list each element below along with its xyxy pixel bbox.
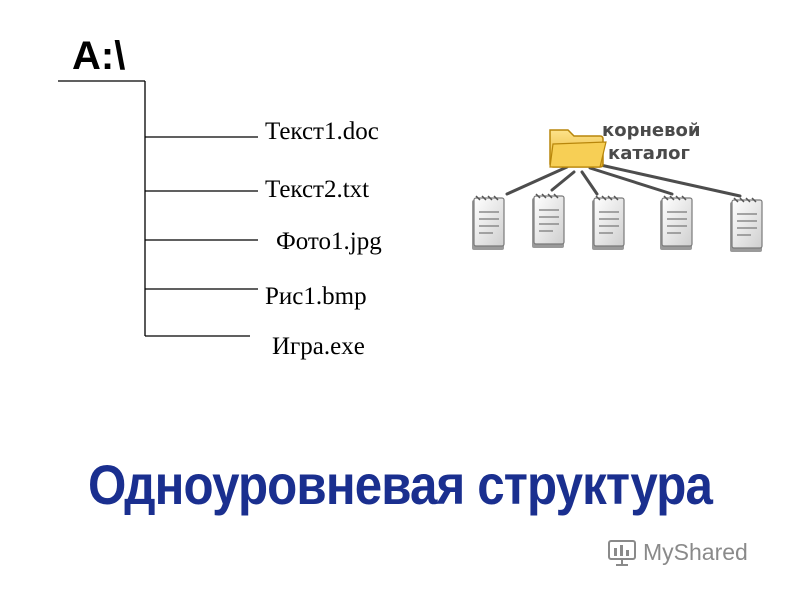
myshared-logo-icon: [608, 540, 636, 566]
folder-icon: [549, 129, 607, 168]
file-icon: [592, 195, 625, 250]
file-icon: [730, 197, 763, 252]
file-label-ris1-bmp: Рис1.bmp: [265, 283, 367, 310]
file-label-igra-exe: Игра.exe: [272, 333, 365, 360]
file-icon: [660, 195, 693, 250]
file-label-text2-txt: Текст2.txt: [265, 176, 370, 203]
slide-heading: Одноуровневая структура: [87, 453, 713, 516]
diagram-connectors: [505, 162, 742, 198]
root-directory-label: A:\: [72, 34, 126, 78]
root-directory-diagram: корневой каталог: [462, 112, 778, 272]
folder-label-line1: корневой: [602, 120, 701, 141]
file-label-foto1-jpg: Фото1.jpg: [276, 228, 382, 255]
file-icon: [472, 195, 505, 250]
folder-label-line2: каталог: [608, 143, 690, 164]
watermark-text: MyShared: [643, 539, 748, 565]
myshared-watermark: MyShared: [607, 535, 767, 571]
file-icon: [532, 193, 565, 248]
file-label-text1-doc: Текст1.doc: [265, 118, 379, 145]
